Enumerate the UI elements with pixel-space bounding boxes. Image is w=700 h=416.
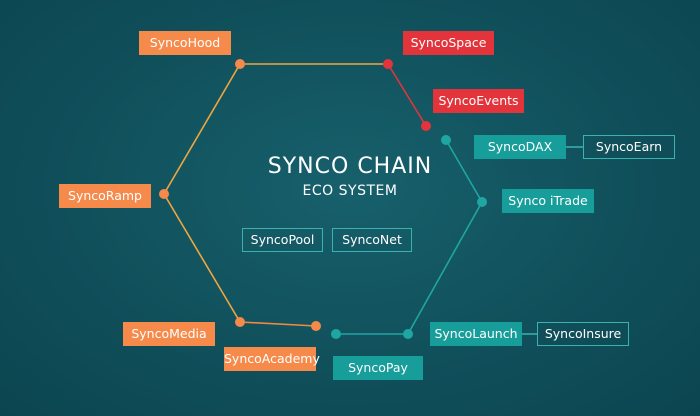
vertex-dot-space [383, 59, 393, 69]
vertex-dot-itrade [477, 197, 487, 207]
diagram-subtitle: ECO SYSTEM [302, 183, 398, 199]
vertex-dot-media [235, 317, 245, 327]
edge-hood-ramp [163, 63, 241, 195]
vertex-dot-hood [235, 59, 245, 69]
node-synco-hood[interactable]: SyncoHood [139, 31, 231, 55]
edge-dax-itrade [445, 139, 483, 203]
node-synco-academy[interactable]: SyncoAcademy [224, 347, 320, 371]
vertex-dot-pay [331, 329, 341, 339]
node-synco-net[interactable]: SyncoNet [332, 228, 412, 252]
node-synco-pool[interactable]: SyncoPool [242, 228, 323, 252]
node-synco-dax[interactable]: SyncoDAX [474, 135, 566, 159]
node-synco-pay[interactable]: SyncoPay [333, 356, 423, 380]
edge-media-academy [239, 321, 317, 327]
vertex-dot-events [421, 121, 431, 131]
vertex-dot-academy [311, 321, 321, 331]
edge-ramp-media [163, 193, 241, 323]
diagram-title: SYNCO CHAIN [267, 154, 433, 179]
vertex-dot-dax [441, 135, 451, 145]
node-synco-events[interactable]: SyncoEvents [433, 89, 524, 113]
node-synco-space[interactable]: SyncoSpace [403, 31, 494, 55]
node-synco-earn[interactable]: SyncoEarn [583, 135, 675, 159]
vertex-dot-ramp [159, 189, 169, 199]
edge-space-events [387, 63, 427, 127]
node-synco-ramp[interactable]: SyncoRamp [59, 184, 151, 208]
node-synco-launch[interactable]: SyncoLaunch [430, 322, 522, 346]
vertex-dot-launch [403, 329, 413, 339]
node-synco-insure[interactable]: SyncoInsure [537, 322, 629, 346]
node-synco-media[interactable]: SyncoMedia [123, 322, 215, 346]
node-synco-itrade[interactable]: Synco iTrade [502, 189, 594, 213]
edge-itrade-launch [407, 201, 483, 335]
